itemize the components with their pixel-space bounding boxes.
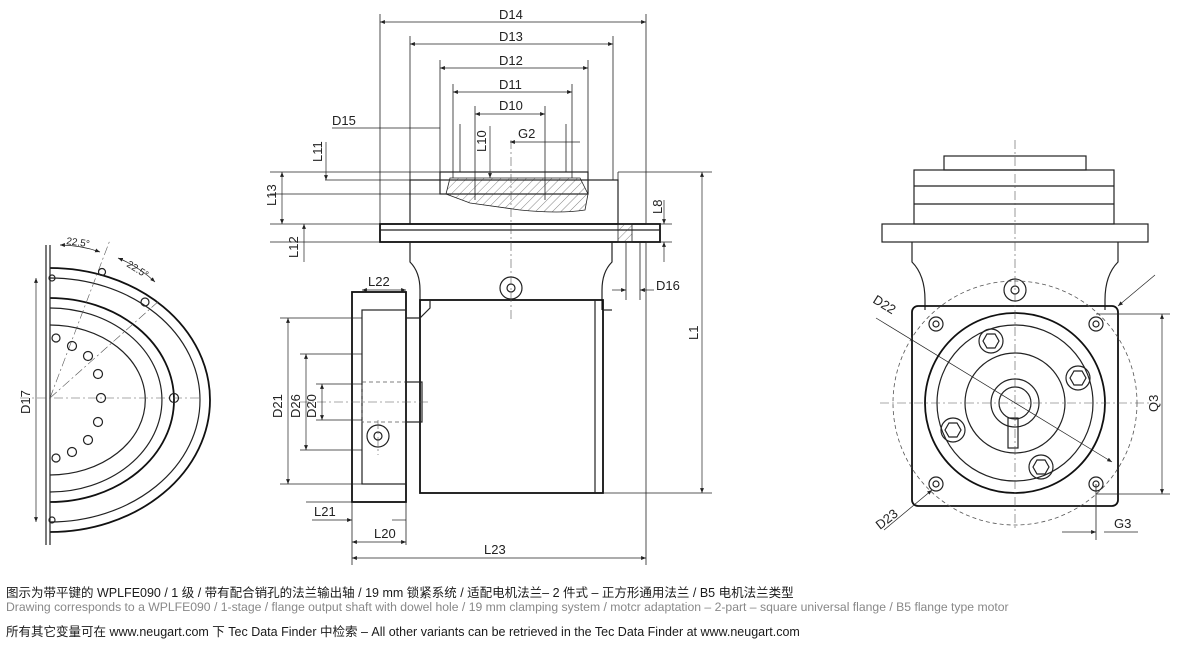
dim-L13: L13 <box>264 184 279 206</box>
dim-L8: L8 <box>650 200 665 214</box>
dim-D22: D22 <box>870 292 898 317</box>
caption-more-variants: 所有其它变量可在 www.neugart.com 下 Tec Data Find… <box>6 625 800 639</box>
dim-L11: L11 <box>310 141 325 162</box>
caption-english: Drawing corresponds to a WPLFE090 / 1-st… <box>6 600 1009 614</box>
bolt-holes <box>48 267 180 524</box>
dim-D21: D21 <box>270 394 285 418</box>
dim-D12: D12 <box>499 53 523 68</box>
technical-drawing: 22.5° 22.5° D17 <box>18 7 1170 565</box>
dim-D11: D11 <box>499 77 522 92</box>
dim-G2: G2 <box>518 126 535 141</box>
dim-L20: L20 <box>374 526 396 541</box>
dim-D20: D20 <box>304 394 319 418</box>
end-view: D22 D23 Q3 G3 <box>870 140 1170 540</box>
dim-D13: D13 <box>499 29 523 44</box>
corner-holes <box>928 316 1104 492</box>
caption-chinese: 图示为带平键的 WPLFE090 / 1 级 / 带有配合销孔的法兰输出轴 / … <box>6 586 794 600</box>
dim-L1: L1 <box>686 326 701 340</box>
dim-L10: L10 <box>474 130 489 152</box>
dim-D10: D10 <box>499 98 523 113</box>
angle-label-2: 22.5° <box>124 259 150 281</box>
dim-D26: D26 <box>288 394 303 418</box>
dim-D14: D14 <box>499 7 523 22</box>
dim-D17: D17 <box>18 390 33 414</box>
dim-L21: L21 <box>314 504 336 519</box>
front-view: D14 D13 D12 D11 D10 D15 G2 L11 L10 L13 L… <box>264 7 712 565</box>
dim-L23: L23 <box>484 542 506 557</box>
side-view: 22.5° 22.5° D17 <box>18 236 211 545</box>
dim-D23: D23 <box>873 506 901 533</box>
dim-D15: D15 <box>332 113 356 128</box>
angle-label-1: 22.5° <box>66 236 91 250</box>
dim-L22: L22 <box>368 274 390 289</box>
dim-Q3: Q3 <box>1146 395 1161 412</box>
dim-D16: D16 <box>656 278 680 293</box>
dim-L12: L12 <box>286 236 301 258</box>
dim-G3: G3 <box>1114 516 1131 531</box>
hex-bolts <box>940 328 1091 480</box>
